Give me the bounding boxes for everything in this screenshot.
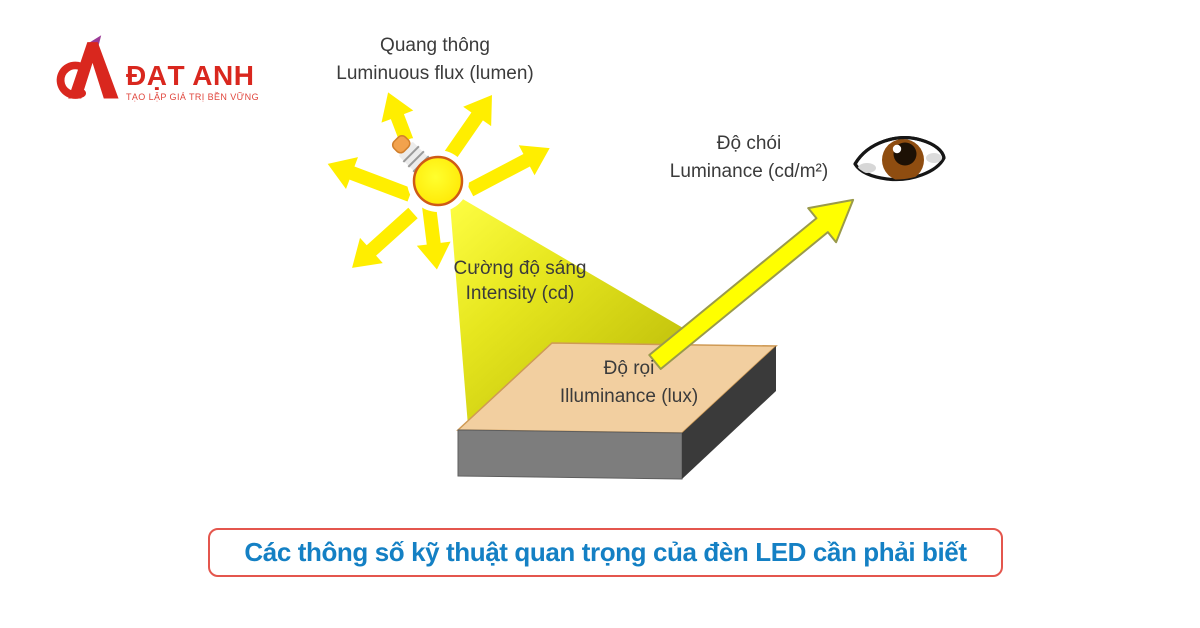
label-intensity: Cường độ sáng Intensity (cd) — [454, 256, 587, 306]
label-illuminance-en: Illuminance (lux) — [559, 386, 699, 407]
label-luminance-vi: Độ chói — [716, 133, 782, 154]
label-intensity-vi: Cường độ sáng — [453, 258, 587, 279]
light-bulb-icon — [391, 134, 469, 212]
flux-arrow-up-right — [441, 95, 492, 164]
brand-tagline: TẠO LẬP GIÁ TRỊ BỀN VỮNG — [126, 92, 259, 102]
reflected-light-arrow-icon — [648, 198, 855, 370]
label-luminous-flux-vi: Quang thông — [380, 35, 490, 56]
flux-arrow-down — [416, 205, 451, 270]
surface-side-face — [682, 346, 776, 479]
light-cone-shape — [449, 191, 690, 426]
label-intensity-en: Intensity (cd) — [465, 283, 575, 304]
flux-arrow-down-left — [352, 207, 418, 268]
brand-name: ĐẠT ANH — [126, 60, 255, 91]
radiating-arrow-icon — [327, 92, 550, 270]
label-illuminance: Độ rọi Illuminance (lux) — [560, 355, 698, 411]
caption-text: Các thông số kỹ thuật quan trọng của đèn… — [244, 537, 967, 567]
label-luminance: Độ chói Luminance (cd/m²) — [670, 130, 828, 186]
label-illuminance-vi: Độ rọi — [603, 358, 655, 379]
label-luminous-flux: Quang thông Luminuous flux (lumen) — [336, 32, 533, 88]
eye-icon — [853, 136, 946, 182]
surface-front-face — [457, 429, 683, 480]
caption-box: Các thông số kỹ thuật quan trọng của đèn… — [208, 528, 1003, 577]
brand-logo-mark-icon — [56, 35, 119, 99]
label-luminous-flux-en: Luminuous flux (lumen) — [336, 63, 534, 84]
label-luminance-en: Luminance (cd/m²) — [669, 161, 829, 182]
illuminated-surface-slab — [456, 342, 778, 480]
flux-arrow-left — [327, 157, 413, 202]
brand-logo: ĐẠT ANH TẠO LẬP GIÁ TRỊ BỀN VỮNG — [44, 30, 259, 108]
flux-arrow-right — [466, 145, 550, 197]
